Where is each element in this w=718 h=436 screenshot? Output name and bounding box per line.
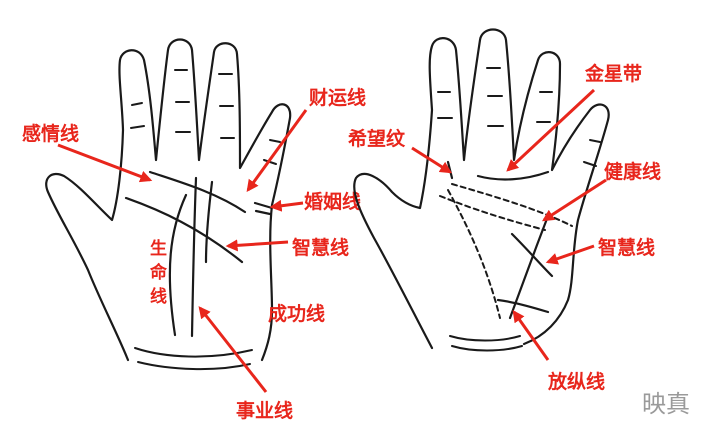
label-health-line: 健康线 xyxy=(604,160,661,183)
left-success-line xyxy=(204,180,214,264)
left-finger-crease xyxy=(269,139,281,143)
right-finger-crease xyxy=(583,161,597,167)
label-venus-belt: 金星带 xyxy=(584,62,642,85)
left-wrist-crease xyxy=(137,361,251,371)
right-health-line xyxy=(508,214,550,320)
label-success-line: 成功线 xyxy=(268,302,325,325)
right-head-line-arrow xyxy=(545,244,595,265)
right-wrist-crease xyxy=(451,345,523,352)
right-indulgence-line xyxy=(496,298,550,314)
left-marriage-line xyxy=(254,209,272,216)
label-indulgence-line: 放纵线 xyxy=(547,370,605,393)
left-heart-line xyxy=(148,170,247,214)
label-life-line-char: 生 xyxy=(150,238,167,259)
left-hand-outline xyxy=(45,38,292,362)
left-head-line-arrow xyxy=(225,239,289,252)
right-hope-pattern-arrow xyxy=(411,146,453,174)
right-life-line xyxy=(447,189,501,319)
left-hand: 感情线 财运线 婚姻线 智慧线 生 命 线 成功线 事业线 xyxy=(22,38,366,422)
left-marriage-line xyxy=(253,201,274,210)
right-hand-outline xyxy=(353,28,610,350)
label-wealth-line: 财运线 xyxy=(309,86,366,109)
left-marriage-line-arrow xyxy=(269,199,304,212)
right-hand: 金星带 希望纹 健康线 智慧线 放纵线 xyxy=(348,28,661,393)
label-life-line-char: 命 xyxy=(149,262,168,283)
label-marriage-line: 婚姻线 xyxy=(304,190,361,213)
right-head-line-solid xyxy=(510,232,554,278)
label-heart-line: 感情线 xyxy=(22,122,79,145)
left-career-line xyxy=(190,176,198,338)
left-wrist-crease xyxy=(134,347,253,358)
left-finger-crease xyxy=(131,102,143,106)
left-finger-crease xyxy=(130,125,145,129)
left-life-line xyxy=(168,193,188,337)
label-career-line: 事业线 xyxy=(236,399,293,422)
label-head-line: 智慧线 xyxy=(598,236,655,259)
left-career-line-arrow xyxy=(198,306,268,393)
right-venus-belt-arrow xyxy=(506,88,596,172)
right-health-line-arrow xyxy=(541,178,607,222)
right-heart-line xyxy=(451,183,573,227)
label-hope-pattern: 希望纹 xyxy=(348,127,406,150)
label-head-line: 智慧线 xyxy=(292,236,349,259)
watermark-text: 映真 xyxy=(642,390,690,418)
right-indulgence-line-arrow xyxy=(512,310,550,361)
left-heart-line-arrow xyxy=(57,143,153,183)
left-head-line xyxy=(124,196,244,264)
left-wealth-line-arrow xyxy=(246,109,308,192)
right-finger-crease xyxy=(589,139,601,143)
right-wrist-crease xyxy=(449,335,521,342)
label-life-line-char: 线 xyxy=(150,286,167,307)
right-head-line xyxy=(439,195,546,231)
right-venus-belt xyxy=(476,170,550,181)
